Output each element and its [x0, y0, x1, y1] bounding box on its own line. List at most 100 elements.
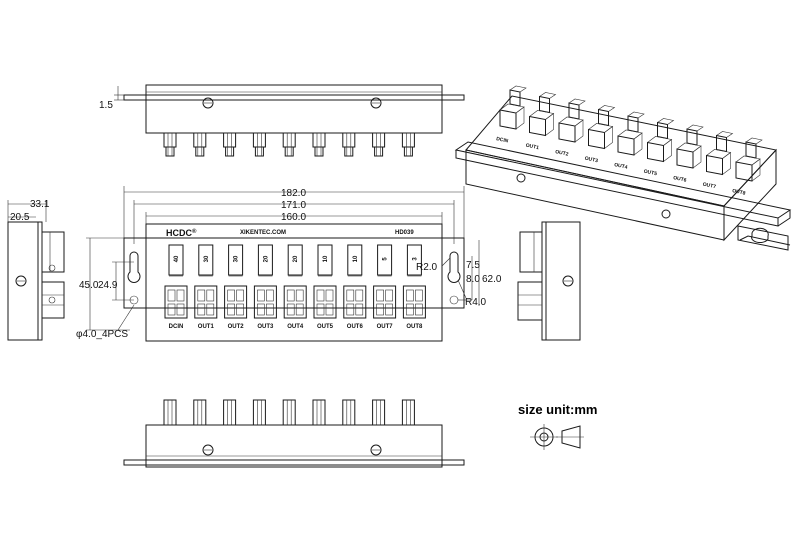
left-side-body: [7, 221, 43, 341]
right-side-body: [541, 221, 581, 341]
bottom-connector: [312, 399, 326, 426]
bottom-connector: [342, 399, 356, 426]
port-label: OUT6: [347, 324, 364, 330]
dim-slot-radius-large: R4.0: [465, 297, 487, 308]
right-side-view: [517, 221, 581, 341]
dim-slot-top: 7.5: [466, 260, 480, 271]
port-label: OUT3: [257, 324, 274, 330]
port-connector: OUT1: [194, 285, 218, 330]
fuse-rating: 10: [323, 255, 329, 262]
port-label: OUT5: [317, 324, 334, 330]
fuse-slot: 5: [377, 244, 393, 277]
iso-screw-left: [516, 173, 526, 183]
port-connector: OUT8: [402, 285, 426, 330]
dim-overall-length: 182.0: [281, 188, 306, 199]
front-view: 182.0 171.0 160.0 HCDC® XIKENTEC.COM HD0…: [76, 186, 502, 342]
fuse-slot: 10: [347, 244, 363, 277]
bottom-connector: [372, 399, 386, 426]
website-label: XIKENTEC.COM: [240, 230, 286, 236]
dim-slot-length: 8.0: [466, 274, 480, 285]
dim-body-length: 160.0: [281, 212, 306, 223]
port-label: OUT2: [228, 324, 245, 330]
bottom-screw-left: [202, 444, 214, 456]
right-side-fuse: [519, 231, 543, 273]
dim-body-depth: 20.5: [10, 212, 30, 223]
front-body: [145, 223, 443, 342]
iso-body-right: [723, 148, 777, 242]
fuse-slot: 30: [228, 244, 244, 277]
bottom-view-plate: [123, 459, 465, 466]
bottom-view: [123, 399, 465, 468]
dim-depth: 33.1: [30, 199, 50, 210]
dim-inner-height: 24.9: [98, 280, 118, 291]
iso-port-label: OUT6: [673, 175, 688, 184]
fuse-rating: 30: [204, 255, 210, 262]
top-connector: [252, 132, 266, 157]
bottom-view-body: [145, 424, 443, 468]
bottom-connector: [193, 399, 207, 426]
dim-slot-radius-small: R2.0: [416, 262, 438, 273]
port-label: OUT4: [287, 324, 304, 330]
iso-connector-pair: OUT6: [673, 124, 704, 184]
iso-tab-right: [737, 225, 789, 251]
size-unit-label: size unit:mm: [518, 402, 597, 417]
fuse-slot: 20: [287, 244, 303, 277]
dim-height: 45.0: [79, 280, 99, 291]
fuse-rating: 20: [263, 255, 269, 262]
top-screw-left: [202, 97, 214, 109]
top-connector: [193, 132, 207, 157]
top-connector: [372, 132, 386, 157]
top-view-connectors: [163, 132, 415, 157]
iso-connector-pair: OUT3: [584, 105, 616, 165]
top-view-plate: [123, 94, 465, 101]
iso-port-label: OUT1: [525, 143, 540, 152]
model-label: HD039: [395, 230, 414, 236]
projection-symbol-icon: [530, 424, 584, 450]
top-connector: [223, 132, 237, 157]
top-screw-right: [370, 97, 382, 109]
fuse-slot: 10: [317, 244, 333, 277]
fuse-slot: 20: [257, 244, 273, 277]
fuse-rating: 40: [174, 255, 180, 262]
fuse-rating: 20: [293, 255, 299, 262]
top-view: 1.5: [99, 84, 465, 157]
iso-screw-right: [661, 209, 671, 219]
fuse-rating: 3: [412, 257, 418, 261]
fuse-slot: 3: [406, 244, 422, 277]
top-connector: [282, 132, 296, 157]
iso-port-label: DCIN: [496, 136, 510, 144]
bottom-connector: [163, 399, 177, 426]
iso-port-label: OUT7: [702, 182, 717, 191]
port-connector: OUT5: [313, 285, 337, 330]
port-label: OUT8: [406, 324, 423, 330]
fuse-rating: 30: [234, 255, 240, 262]
bottom-connector: [282, 399, 296, 426]
port-connector: DCIN: [164, 285, 188, 330]
port-connector: OUT2: [224, 285, 248, 330]
iso-port-label: OUT2: [555, 149, 570, 158]
dim-hole-spacing: 171.0: [281, 200, 306, 211]
iso-connector-pair: OUT2: [555, 98, 586, 158]
dim-plate-height: 62.0: [482, 274, 502, 285]
iso-connector-pair: OUT5: [643, 118, 675, 178]
left-side-screw: [15, 275, 27, 287]
right-side-screw: [562, 275, 574, 287]
iso-connector-pair: OUT4: [614, 111, 645, 171]
left-side-view: 33.1 20.5: [7, 199, 65, 341]
hole-spec-label: φ4.0_4PCS: [76, 329, 128, 340]
iso-connector-pair: OUT1: [525, 92, 557, 152]
top-connector: [342, 132, 356, 157]
plate-thickness-label: 1.5: [99, 100, 113, 111]
iso-port-label: OUT3: [584, 156, 599, 165]
fuse-slot: 40: [168, 244, 184, 277]
iso-port-label: OUT4: [614, 162, 629, 171]
port-label: DCIN: [169, 324, 184, 330]
bottom-screw-right: [370, 444, 382, 456]
bottom-connector: [223, 399, 237, 426]
top-connector: [312, 132, 326, 157]
iso-port-label: OUT5: [643, 169, 658, 178]
brand-logo: HCDC®: [166, 228, 197, 238]
